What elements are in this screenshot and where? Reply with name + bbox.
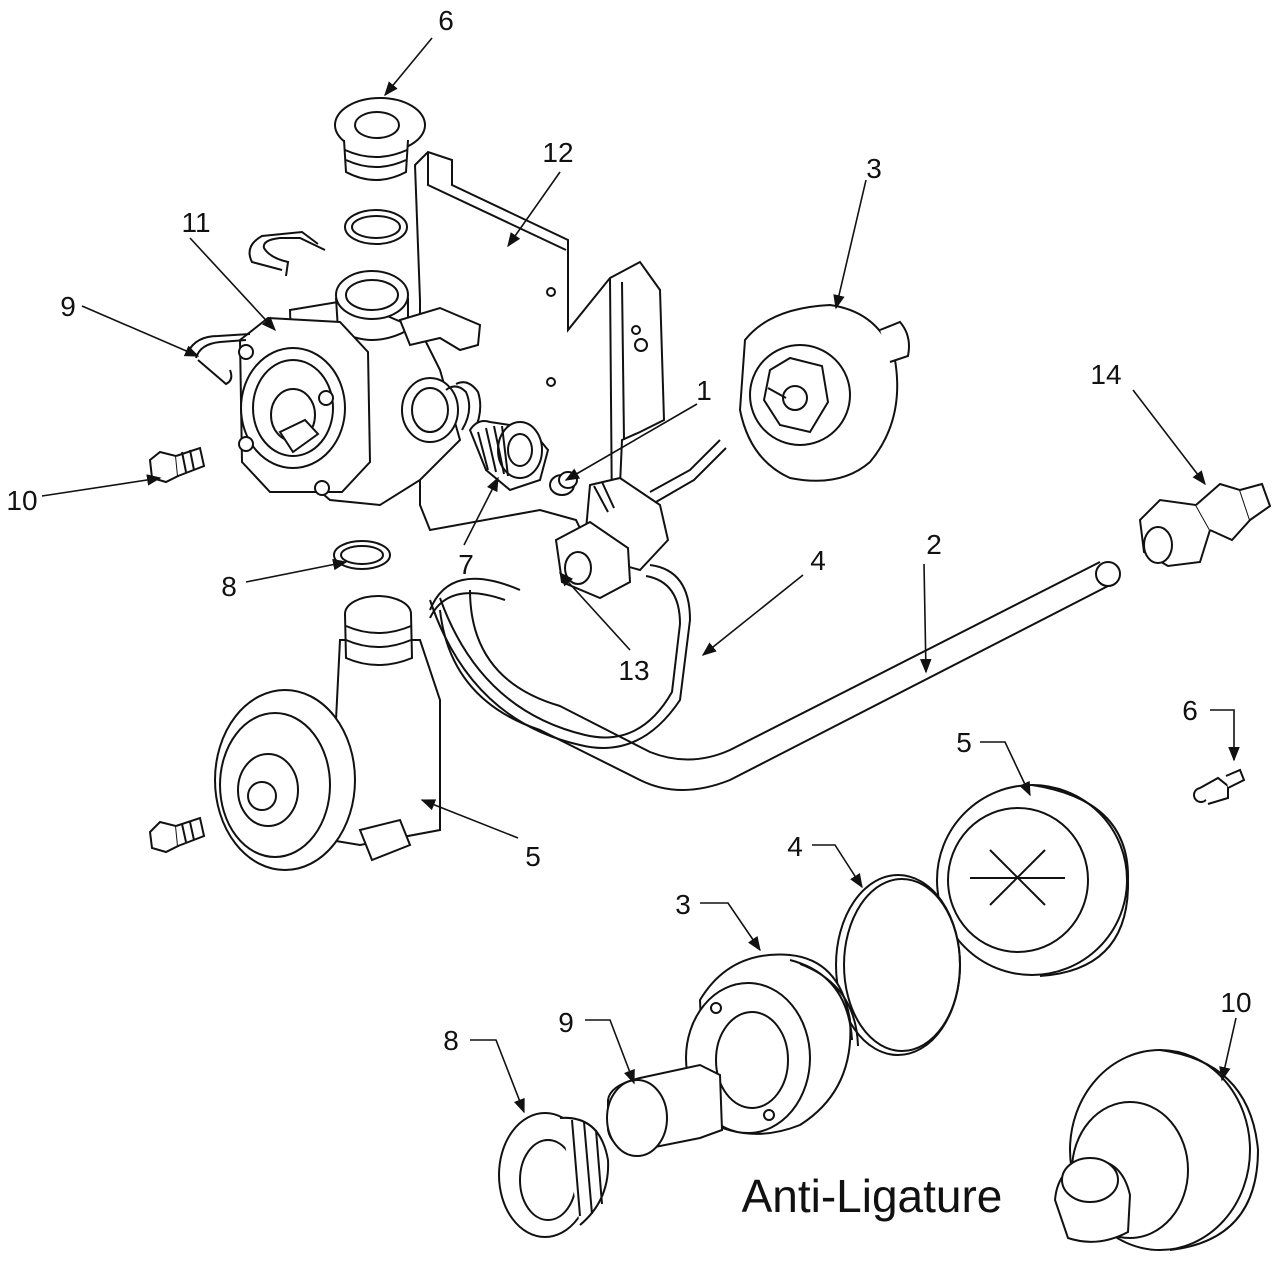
detail-callout-9: 9: [558, 1007, 574, 1038]
grommet-detail-8: [498, 1112, 610, 1238]
detail-callout-4: 4: [787, 831, 803, 862]
upper-o-ring: [344, 209, 408, 245]
tube-part-2: [429, 561, 1121, 791]
callout-14: 14: [1090, 359, 1121, 390]
callout-9: 9: [60, 291, 76, 322]
small-fitting-detail-6: [1193, 768, 1246, 805]
callout-13: 13: [618, 655, 649, 686]
detail-callout-5: 5: [956, 727, 972, 758]
valve-assembly-part-5: [214, 595, 441, 871]
cap-detail-10: [1053, 1049, 1260, 1251]
callout-labels: 6 12 3 11 9 14 1 10 2 7 4 8 13 5 6 5 4 3…: [6, 5, 1251, 1056]
insert-part-6: [334, 97, 426, 181]
callout-3: 3: [866, 153, 882, 184]
callout-7: 7: [458, 549, 474, 580]
callout-11: 11: [181, 207, 210, 238]
bolt-lower: [148, 816, 206, 854]
detail-callout-6: 6: [1182, 695, 1198, 726]
flange-detail-3: [685, 953, 859, 1135]
disc-detail-4: [835, 874, 961, 1056]
callout-12: 12: [542, 137, 573, 168]
cap-assembly-part-3: [738, 303, 910, 482]
threaded-adapter-part-7: [468, 420, 550, 492]
actuator-housing-part-11: [238, 316, 372, 496]
callout-4: 4: [810, 545, 826, 576]
callout-leaders: [41, 37, 1240, 1114]
bolt-part-10: [148, 446, 206, 484]
callout-10: 10: [6, 485, 37, 516]
detail-callout-3: 3: [675, 889, 691, 920]
callout-6: 6: [438, 5, 454, 36]
capillary-line-part-4: [429, 564, 692, 749]
detail-callout-8: 8: [443, 1025, 459, 1056]
callout-5: 5: [525, 841, 541, 872]
callout-8: 8: [221, 571, 237, 602]
nozzle-detail-9: [606, 1063, 724, 1157]
anti-ligature-caption: Anti-Ligature: [742, 1170, 1003, 1222]
callout-2: 2: [926, 529, 942, 560]
threaded-ring-detail-5: [936, 784, 1130, 977]
upper-retaining-clip: [248, 230, 326, 277]
lower-o-ring: [333, 540, 391, 570]
compression-fitting-part-14: [1138, 482, 1272, 568]
callout-1: 1: [696, 375, 712, 406]
detail-callout-10: 10: [1220, 987, 1251, 1018]
